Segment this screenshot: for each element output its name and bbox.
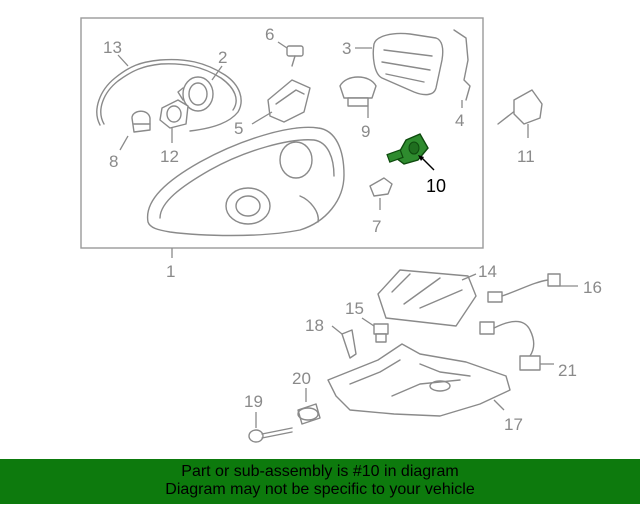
part-17-bracket (327, 343, 511, 417)
part-12-socket (159, 99, 189, 143)
part-15-bolt (361, 317, 389, 343)
callout-6: 6 (265, 25, 274, 44)
banner-line-2: Diagram may not be specific to your vehi… (165, 481, 475, 498)
part-11-hid-bulb (497, 89, 543, 138)
part-5-holder (251, 79, 311, 125)
callout-10: 10 (426, 176, 446, 196)
part-7-clip (369, 177, 393, 210)
part-20-grommet (297, 388, 321, 425)
part-16-connector (487, 273, 578, 303)
callout-19: 19 (244, 392, 263, 411)
part-2-socket (177, 65, 223, 112)
callout-18: 18 (305, 316, 324, 335)
part-6-screw (277, 41, 304, 67)
part-10-bulb-highlighted (386, 133, 435, 171)
part-18-pin (331, 325, 357, 359)
part-3-housing (355, 32, 444, 96)
callout-16: 16 (583, 278, 602, 297)
part-14-module (377, 269, 477, 327)
callout-3: 3 (342, 39, 351, 58)
callout-5: 5 (234, 119, 243, 138)
callout-9: 9 (361, 122, 370, 141)
callout-8: 8 (109, 152, 118, 171)
part-1-headlamp (146, 126, 345, 237)
callout-7: 7 (372, 217, 381, 236)
assembly-frame (80, 17, 484, 249)
callout-12: 12 (160, 147, 179, 166)
callout-1: 1 (166, 262, 175, 281)
callout-17: 17 (504, 415, 523, 434)
callout-20: 20 (292, 369, 311, 388)
callout-21: 21 (558, 361, 577, 380)
part-13-harness (96, 54, 242, 132)
part-19-bolt (248, 412, 293, 443)
callout-4: 4 (455, 111, 464, 130)
part-21-harness (479, 320, 554, 371)
part-8-bulb (119, 110, 151, 151)
part-9-bulb (339, 76, 377, 118)
part-4-bracket (453, 29, 471, 108)
callout-2: 2 (218, 48, 227, 67)
banner-line-1: Part or sub-assembly is #10 in diagram (181, 463, 459, 480)
callout-13: 13 (103, 38, 122, 57)
callout-11: 11 (517, 147, 535, 166)
info-banner: Part or sub-assembly is #10 in diagram D… (0, 459, 640, 504)
callout-15: 15 (345, 299, 364, 318)
callout-14: 14 (478, 262, 497, 281)
